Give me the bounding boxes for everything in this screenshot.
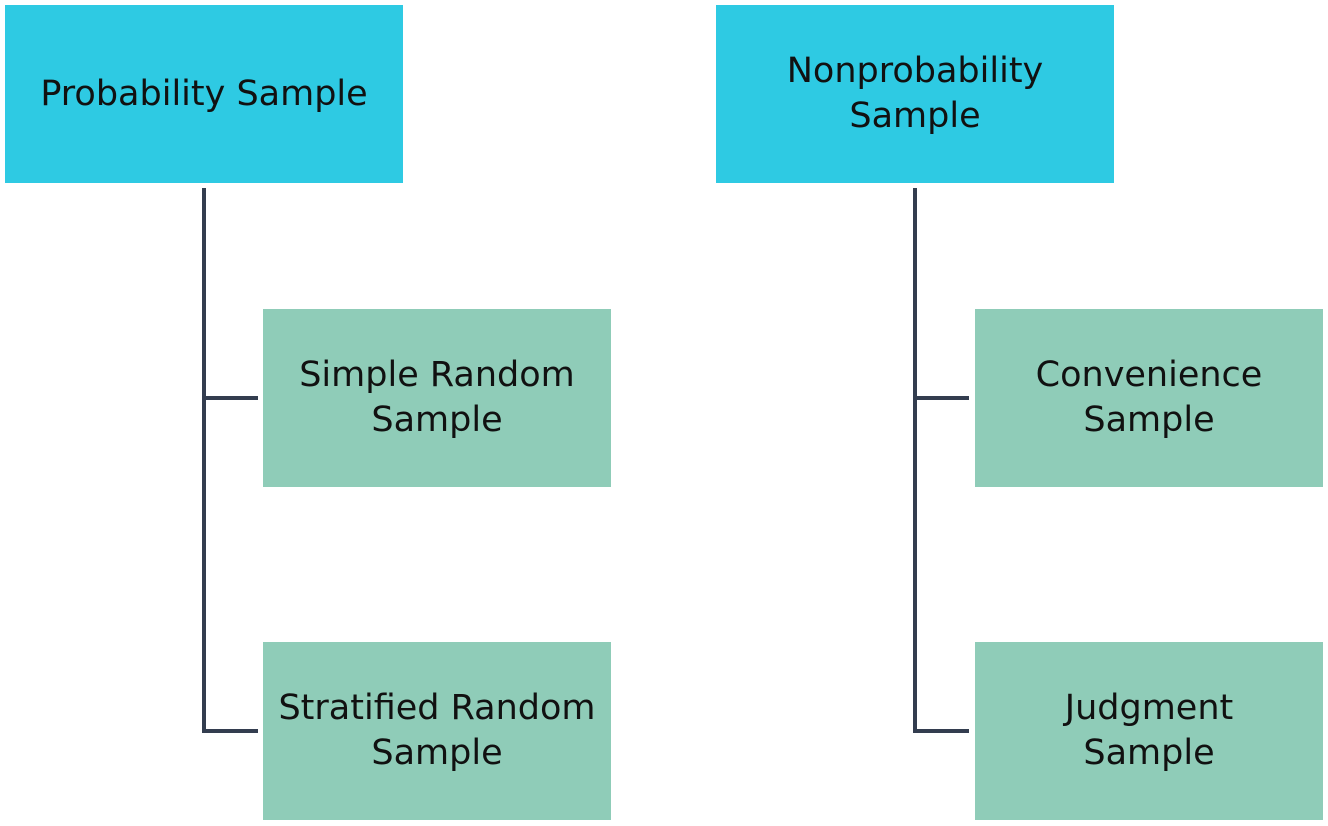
- convenience-line2: Sample: [1083, 400, 1215, 440]
- simple-random-line2: Sample: [371, 400, 503, 440]
- probability-sample-box: Probability Sample: [5, 5, 403, 183]
- judgment-line2: Sample: [1083, 733, 1215, 773]
- probability-sample-label: Probability Sample: [40, 73, 368, 114]
- probability-trunk-connector: [202, 188, 206, 733]
- convenience-branch-connector: [913, 396, 969, 400]
- judgment-sample-box: Judgment Sample: [975, 642, 1323, 820]
- stratified-random-branch-connector: [202, 729, 258, 733]
- stratified-random-sample-box: Stratified Random Sample: [263, 642, 611, 820]
- convenience-line1: Convenience: [1035, 355, 1263, 395]
- nonprobability-line1: Nonprobability: [786, 51, 1044, 91]
- simple-random-sample-box: Simple Random Sample: [263, 309, 611, 487]
- judgment-branch-connector: [913, 729, 969, 733]
- nonprobability-line2: Sample: [849, 96, 981, 136]
- simple-random-line1: Simple Random: [299, 355, 575, 395]
- nonprobability-sample-box: Nonprobability Sample: [716, 5, 1114, 183]
- simple-random-branch-connector: [202, 396, 258, 400]
- stratified-random-line1: Stratified Random: [278, 688, 596, 728]
- stratified-random-line2: Sample: [371, 733, 503, 773]
- convenience-sample-box: Convenience Sample: [975, 309, 1323, 487]
- judgment-line1: Judgment: [1064, 688, 1234, 728]
- nonprobability-trunk-connector: [913, 188, 917, 733]
